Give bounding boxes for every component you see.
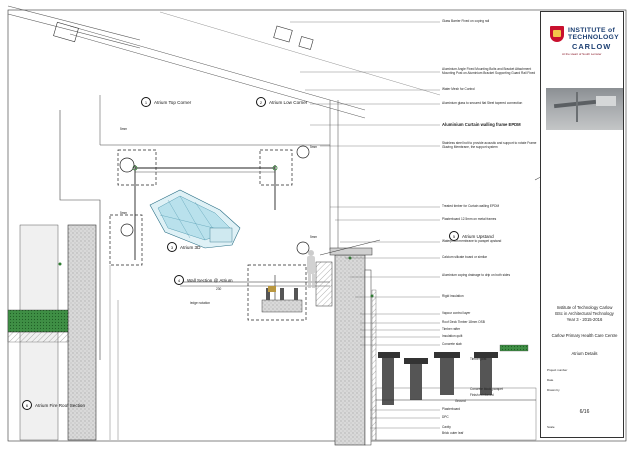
label-wall-section: 4 Wall Section @ Atrium (174, 275, 233, 285)
title-block (540, 11, 624, 438)
dimension-label: 230 (216, 287, 222, 291)
dimension-label: ledge notation (190, 301, 211, 305)
annotation: Insulation quilt (442, 334, 463, 338)
detail-title: Atrium 3D (180, 244, 201, 250)
dimension-label: 5mm (120, 211, 128, 215)
annotation: Treated timber for Curtain walling EPDM (442, 204, 500, 208)
annotation: Concrete slab (442, 342, 462, 346)
annotation: Ground (455, 399, 466, 403)
logo-line-1: INSTITUTE of (568, 27, 616, 34)
info-label: Drawn by (547, 388, 560, 392)
building-name: Carlow Primary Health Care Centre (551, 333, 618, 338)
annotation: Glass Barrier Fixed on coping rail (442, 19, 490, 23)
annotation: Aluminium coping drainage to drip on bot… (442, 273, 511, 277)
info-label: Date (547, 378, 554, 382)
detail-title: Wall Section @ Atrium (187, 277, 233, 283)
dimension-label: 5mm (310, 235, 318, 239)
annotation: Stainless steel bolt to provide acoustic… (442, 141, 537, 149)
annotation: Roof Deck Timber 18mm OSB (442, 320, 485, 324)
institute-logo: INSTITUTE of TECHNOLOGY CARLOW At the He… (546, 15, 623, 63)
project-title: Institute of Technology Carlow (556, 305, 613, 310)
annotation: Plasterboard (442, 407, 461, 411)
annotation: Calcium silicate board or similar (442, 255, 487, 259)
annotation: Aluminium Angle Fixed Mounting Bolts and… (442, 67, 536, 75)
detail-number-badge: 4 (174, 275, 184, 285)
detail-number-badge: 5 (449, 231, 459, 241)
person-silhouette (307, 250, 315, 288)
logo-line-3: CARLOW (572, 42, 612, 51)
annotation: Water Mesh for Control (442, 87, 475, 91)
annotation: Finish reinforced (470, 393, 494, 397)
annotation: Plasterboard 12.5mm on metal frames (442, 217, 497, 221)
crest-icon (550, 26, 564, 42)
logo-tagline: At the Heart of South Leinster (562, 52, 602, 56)
label-atrium-fire-roof: 6 Atrium Fire Roof Section (22, 400, 85, 410)
annotation: Concrete block parapet (470, 387, 503, 391)
atrium-photo (546, 88, 623, 130)
scale-label: Scale (547, 425, 555, 429)
annotation: Brick outer leaf (442, 431, 464, 435)
detail-number-badge: 6 (22, 400, 32, 410)
annotation: DPC (442, 415, 449, 419)
sheet-title: Atrium Details (571, 351, 598, 356)
annotation: Cavity (442, 425, 451, 429)
detail-number-badge: 2 (256, 97, 266, 107)
dimension-label: 5mm (310, 145, 318, 149)
annotation: Waterproof membrane to parapet upstand (442, 239, 502, 243)
project-subtitle: BSc in Architectural Technology (555, 311, 614, 316)
atrium-3d-model (149, 189, 241, 249)
label-atrium-top-corner: 1 Atrium Top Corner (141, 97, 191, 107)
info-label: Project number (547, 368, 568, 372)
annotation: Vapour control layer (442, 311, 471, 315)
label-atrium-upstand: 5 Atrium Upstand (449, 231, 494, 241)
label-atrium-low-corner: 2 Atrium Low Corner (256, 97, 307, 107)
project-year: Year 3 - 2015-2016 (566, 317, 603, 322)
logo-line-2: TECHNOLOGY (568, 34, 619, 41)
annotation: Aluminium Curtain walling frame EPDM (442, 122, 521, 127)
annotation: Timber joist (470, 357, 487, 361)
detail-title: Atrium Fire Roof Section (35, 402, 86, 408)
detail-number-badge: 3 (167, 242, 177, 252)
detail-title: Atrium Top Corner (154, 99, 192, 105)
detail-title: Atrium Upstand (462, 233, 494, 239)
detail-title: Atrium Low Corner (269, 99, 308, 105)
annotation: Aluminium glass to secured flat Steel ta… (442, 101, 523, 105)
detail-number-badge: 1 (141, 97, 151, 107)
dimension-label: 5mm (120, 127, 128, 131)
annotation: Timber rafter (442, 327, 461, 331)
annotation: Rigid insulation (442, 294, 464, 298)
sheet-number: 6/16 (579, 409, 590, 415)
label-atrium-3d: 3 Atrium 3D (167, 242, 200, 252)
